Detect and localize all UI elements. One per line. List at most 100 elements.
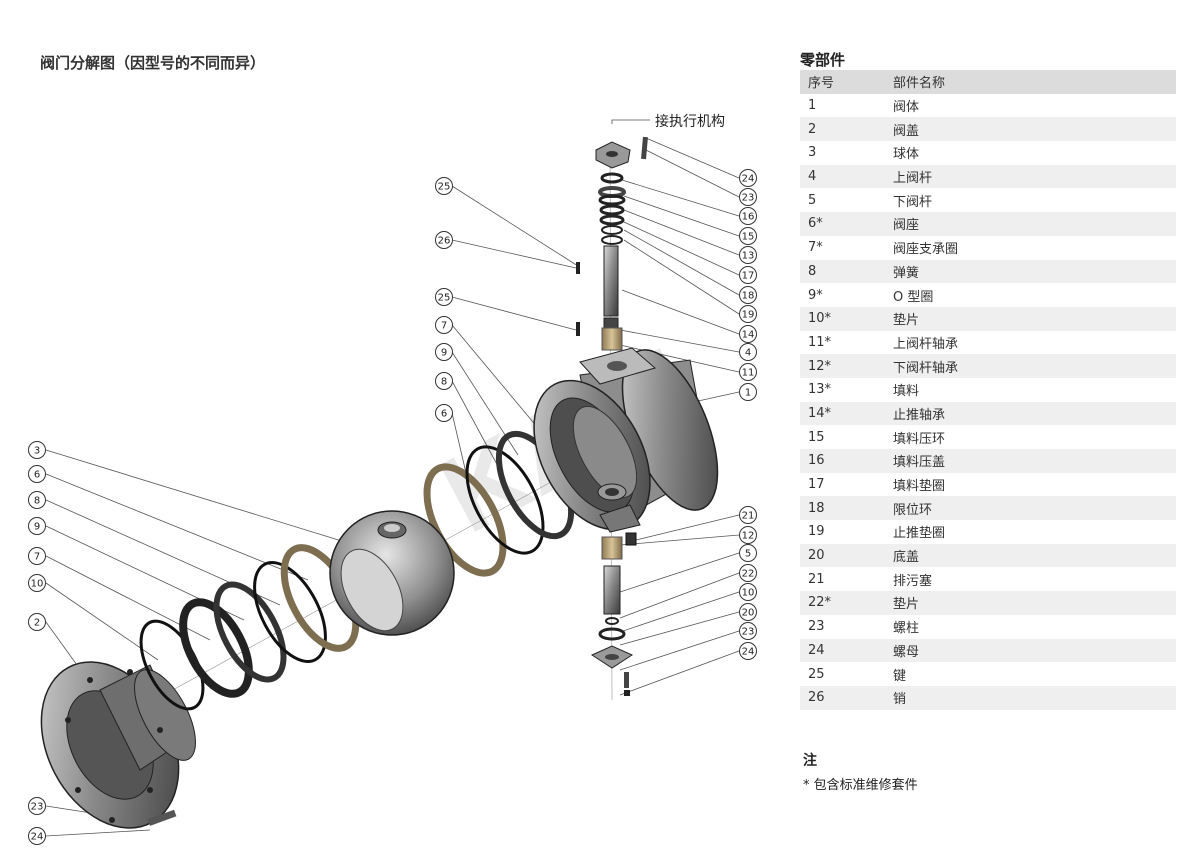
part-number: 1	[808, 98, 817, 114]
callout-circle	[435, 316, 453, 334]
part-number: 19	[808, 524, 825, 540]
note-text: * 包含标准维修套件	[803, 778, 918, 793]
part-name: 填料垫圈	[893, 479, 946, 495]
part-number: 5	[808, 192, 817, 208]
ball-part	[329, 510, 455, 636]
callout-circle	[739, 266, 757, 284]
callout-number: 17	[742, 271, 755, 282]
part-number: 26	[808, 690, 825, 706]
callout-circle	[739, 207, 757, 225]
table-row: 5 下阀杆	[800, 188, 1176, 212]
callout-number: 24	[31, 832, 44, 843]
part-number: 23	[808, 619, 825, 635]
body-part	[533, 347, 719, 533]
callout-circle	[739, 343, 757, 361]
callout-number: 23	[31, 802, 44, 813]
callout-circle	[739, 188, 757, 206]
part-number: 22*	[808, 595, 832, 611]
callout-number: 12	[742, 531, 755, 542]
part-number: 10*	[808, 311, 832, 327]
callout-circle	[739, 526, 757, 544]
table-row: 26 销	[800, 685, 1176, 710]
callout-circle	[435, 288, 453, 306]
callout-circle	[28, 574, 46, 592]
callout-number: 5	[745, 549, 751, 560]
callout-number: 19	[742, 310, 755, 321]
part-name: 限位环	[893, 502, 933, 518]
callout-number: 3	[34, 446, 40, 457]
part-name: 销	[893, 692, 907, 708]
header-number: 序号	[808, 76, 835, 92]
part-number: 4	[808, 169, 817, 185]
table-row: 19 止推垫圈	[800, 520, 1176, 544]
parts-table-header: 序号 部件名称	[800, 70, 1176, 94]
callout-number: 6	[441, 409, 447, 420]
callout-number: 23	[742, 193, 755, 204]
note-title: 注	[803, 753, 817, 769]
callout-number: 7	[441, 321, 447, 332]
callout-number: 14	[742, 330, 755, 341]
diagram-title: 阀门分解图（因型号的不同而异）	[40, 54, 266, 72]
part-number: 20	[808, 548, 825, 564]
callout-number: 7	[34, 552, 40, 563]
callout-circle	[28, 465, 46, 483]
callout-circle	[28, 517, 46, 535]
table-row: 4 上阀杆	[800, 164, 1176, 189]
callout-circle	[739, 603, 757, 621]
part-number: 7*	[808, 240, 823, 256]
part-name: 下阀杆轴承	[893, 360, 959, 376]
part-number: 21	[808, 571, 825, 587]
callout-number: 13	[742, 251, 755, 262]
table-row: 11*上阀杆轴承	[800, 331, 1176, 355]
callout-circle	[739, 544, 757, 562]
callout-circle	[739, 286, 757, 304]
part-name: 阀体	[893, 100, 920, 116]
table-row: 14*止推轴承	[800, 401, 1176, 426]
callout-number: 20	[742, 608, 755, 619]
callout-number: 23	[742, 627, 755, 638]
part-number: 24	[808, 642, 825, 658]
callout-circle	[28, 613, 46, 631]
callout-labels: 2526257986368971022324242316151317181914…	[28, 169, 757, 845]
part-name: 键	[893, 668, 907, 684]
upper-stem-stack	[576, 136, 648, 351]
table-row: 7* 阀座支承圈	[800, 236, 1176, 260]
callout-number: 8	[441, 377, 447, 388]
part-name: 上阀杆	[893, 171, 933, 187]
part-number: 6*	[808, 216, 823, 232]
callout-circle	[739, 305, 757, 323]
table-row: 13*填料	[800, 378, 1176, 402]
part-name: 垫片	[893, 313, 920, 329]
callout-number: 18	[742, 291, 755, 302]
callout-circle	[739, 246, 757, 264]
actuator-label: 接执行机构	[655, 114, 725, 130]
header-part-name: 部件名称	[893, 76, 946, 92]
part-name: 填料	[893, 384, 920, 400]
part-number: 18	[808, 500, 825, 516]
callout-circle	[739, 564, 757, 582]
callout-circle	[739, 642, 757, 660]
callout-circle	[28, 827, 46, 845]
part-name: 阀座	[893, 218, 920, 234]
part-name: 填料压环	[893, 431, 946, 447]
callout-number: 10	[742, 588, 755, 599]
part-name: 螺柱	[893, 621, 920, 637]
callout-number: 16	[742, 212, 755, 223]
part-name: 止推垫圈	[893, 526, 946, 542]
callout-circle	[739, 227, 757, 245]
parts-list-title: 零部件	[800, 51, 846, 69]
table-row: 10* 垫片	[800, 306, 1176, 331]
part-name: 阀座支承圈	[893, 242, 959, 258]
part-number: 9*	[808, 287, 823, 303]
part-name: 下阀杆	[893, 194, 933, 210]
part-number: 25	[808, 666, 825, 682]
